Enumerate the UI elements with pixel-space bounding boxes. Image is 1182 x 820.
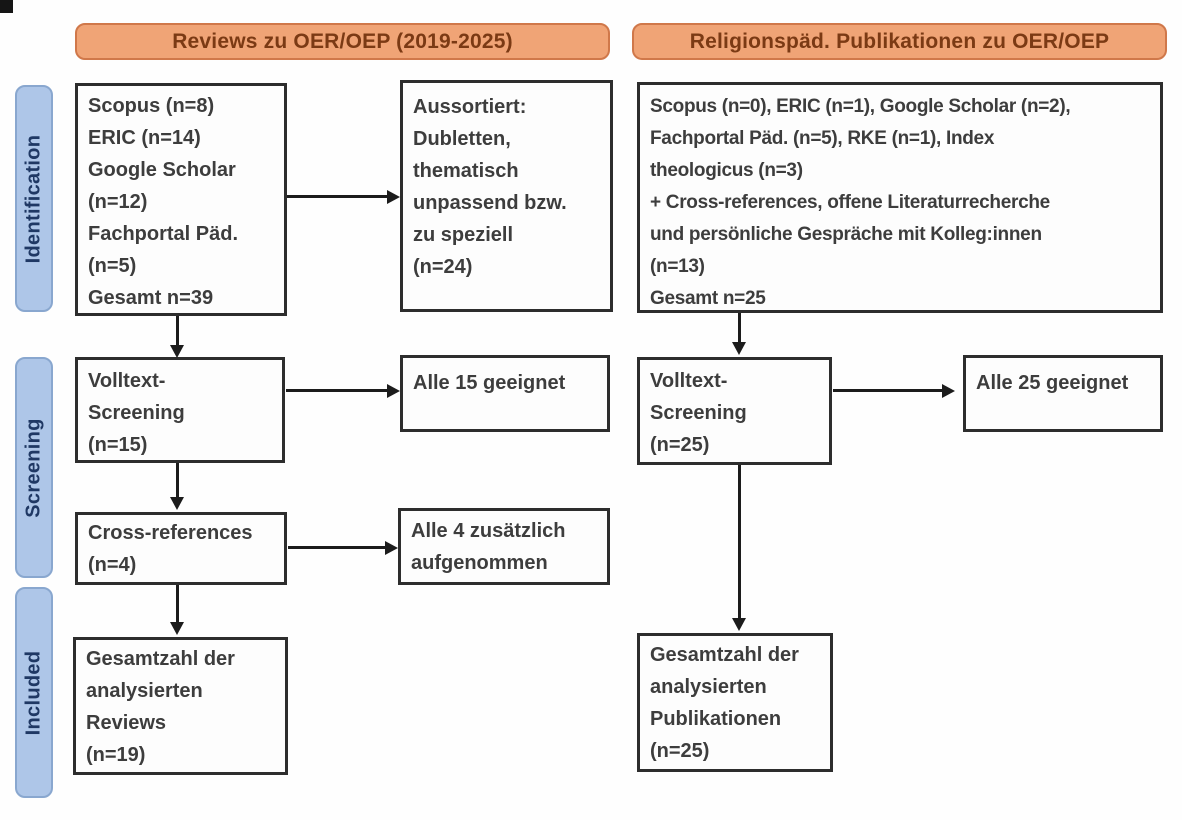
arrow-screening-to-crossref-head [170, 497, 184, 510]
arrow-publications-to-screening-line [738, 313, 741, 344]
arrow-publications-screening-to-result-line [833, 389, 943, 392]
box-reviews-excluded: Aussortiert: Dubletten, thematisch unpas… [400, 80, 613, 312]
arrow-reviews-to-screening-line [176, 316, 179, 348]
stage-label-screening-text: Screening [22, 417, 45, 518]
box-publications-included-total: Gesamtzahl der analysierten Publikatione… [637, 633, 833, 772]
box-reviews-screening-result: Alle 15 geeignet [400, 355, 610, 432]
box-reviews-included-total: Gesamtzahl der analysierten Reviews (n=1… [73, 637, 288, 775]
box-publications-screening-result: Alle 25 geeignet [963, 355, 1163, 432]
arrow-publications-to-included-head [732, 618, 746, 631]
arrow-crossref-to-result-line [288, 546, 386, 549]
arrow-reviews-to-excluded-head [387, 190, 400, 204]
stage-label-screening: Screening [15, 357, 53, 578]
box-reviews-sources: Scopus (n=8) ERIC (n=14) Google Scholar … [75, 83, 287, 316]
box-publications-sources: Scopus (n=0), ERIC (n=1), Google Scholar… [637, 82, 1163, 313]
arrow-screening-to-crossref-line [176, 463, 179, 499]
box-reviews-cross-references: Cross-references (n=4) [75, 512, 287, 585]
box-publications-fulltext-screening: Volltext- Screening (n=25) [637, 357, 832, 465]
arrow-screening-to-result-line [286, 389, 388, 392]
corner-artifact [0, 0, 13, 13]
box-reviews-fulltext-screening: Volltext- Screening (n=15) [75, 357, 285, 463]
column-header-religionspaed: Religionspäd. Publikationen zu OER/OEP [632, 23, 1167, 60]
stage-label-identification-text: Identification [22, 134, 45, 263]
stage-label-identification: Identification [15, 85, 53, 312]
arrow-publications-screening-to-result-head [942, 384, 955, 398]
box-reviews-cross-references-result: Alle 4 zusätzlich aufgenommen [398, 508, 610, 585]
arrow-reviews-to-excluded-line [287, 195, 388, 198]
column-header-reviews: Reviews zu OER/OEP (2019-2025) [75, 23, 610, 60]
arrow-reviews-to-screening-head [170, 345, 184, 358]
arrow-crossref-to-result-head [385, 541, 398, 555]
column-header-religionspaed-label: Religionspäd. Publikationen zu OER/OEP [689, 29, 1110, 53]
arrow-publications-to-included-line [738, 465, 741, 620]
arrow-screening-to-result-head [387, 384, 400, 398]
arrow-publications-to-screening-head [732, 342, 746, 355]
stage-label-included: Included [15, 587, 53, 798]
arrow-crossref-to-included-head [170, 622, 184, 635]
stage-label-included-text: Included [22, 650, 45, 735]
column-header-reviews-label: Reviews zu OER/OEP (2019-2025) [172, 29, 513, 53]
arrow-crossref-to-included-line [176, 585, 179, 624]
